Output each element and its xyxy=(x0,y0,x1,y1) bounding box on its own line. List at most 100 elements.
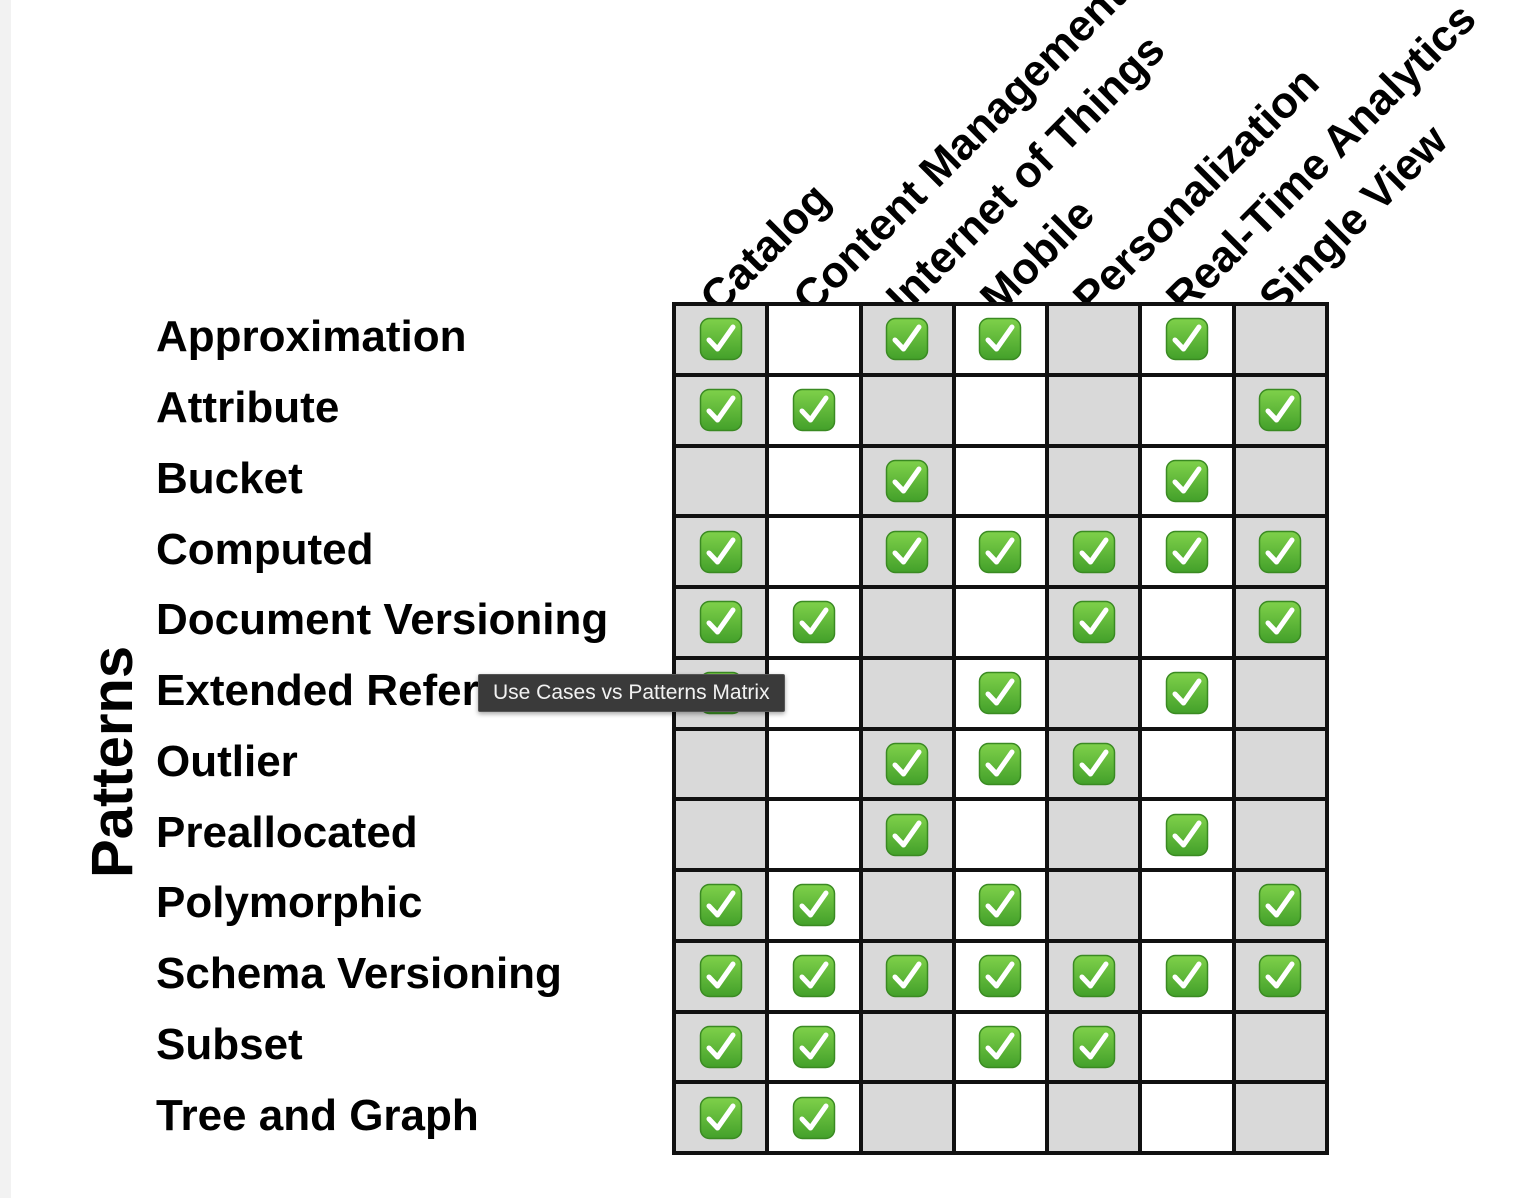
matrix-cell xyxy=(862,518,952,585)
matrix-cell xyxy=(1049,1084,1139,1151)
check-mark-icon xyxy=(1072,954,1116,998)
matrix-cell xyxy=(1235,659,1325,727)
matrix-cell xyxy=(1142,1013,1232,1081)
check-mark-icon xyxy=(792,954,836,998)
tooltip: Use Cases vs Patterns Matrix xyxy=(478,674,785,712)
check-mark-icon xyxy=(1165,530,1209,574)
matrix-cell xyxy=(1049,589,1139,656)
matrix-cell xyxy=(1049,942,1139,1010)
matrix-cell xyxy=(955,1084,1046,1151)
matrix-cell xyxy=(955,1013,1046,1081)
check-mark-icon xyxy=(885,317,929,361)
matrix-cell xyxy=(769,801,859,868)
row-label-document-versioning: Document Versioning xyxy=(156,595,609,645)
matrix-cell xyxy=(769,1084,859,1151)
check-mark-icon xyxy=(885,954,929,998)
matrix-cell xyxy=(1049,447,1139,515)
matrix-cell xyxy=(1142,306,1232,373)
matrix-cell xyxy=(862,730,952,798)
matrix-cell xyxy=(1235,942,1325,1010)
matrix-cell xyxy=(862,659,952,727)
check-mark-icon xyxy=(885,530,929,574)
matrix-cell xyxy=(1235,730,1325,798)
matrix-cell xyxy=(676,730,766,798)
check-mark-icon xyxy=(699,530,743,574)
matrix-cell xyxy=(1235,306,1325,373)
matrix-cell xyxy=(769,1013,859,1081)
check-mark-icon xyxy=(699,1096,743,1140)
patterns-axis-title: Patterns xyxy=(80,645,145,878)
row-label-preallocated: Preallocated xyxy=(156,807,418,857)
matrix-cell xyxy=(1142,659,1232,727)
check-mark-icon xyxy=(792,600,836,644)
check-mark-icon xyxy=(1165,317,1209,361)
matrix-cell xyxy=(769,518,859,585)
matrix-cell xyxy=(862,942,952,1010)
check-mark-icon xyxy=(885,459,929,503)
matrix-cell xyxy=(1142,1084,1232,1151)
check-mark-icon xyxy=(885,742,929,786)
row-label-schema-versioning: Schema Versioning xyxy=(156,949,562,999)
matrix-cell xyxy=(769,306,859,373)
matrix-cell xyxy=(955,942,1046,1010)
matrix-cell xyxy=(955,589,1046,656)
check-mark-icon xyxy=(699,600,743,644)
row-label-outlier: Outlier xyxy=(156,736,298,786)
check-mark-icon xyxy=(1072,742,1116,786)
matrix-cell xyxy=(676,589,766,656)
check-mark-icon xyxy=(978,1025,1022,1069)
matrix-cell xyxy=(1235,589,1325,656)
check-mark-icon xyxy=(792,388,836,432)
matrix-cell xyxy=(769,447,859,515)
matrix-cell xyxy=(676,1013,766,1081)
matrix-cell xyxy=(1142,376,1232,444)
check-mark-icon xyxy=(978,883,1022,927)
matrix-cell xyxy=(1049,730,1139,798)
matrix-cell xyxy=(1142,872,1232,939)
matrix-cell xyxy=(676,376,766,444)
check-mark-icon xyxy=(1258,883,1302,927)
row-label-subset: Subset xyxy=(156,1019,303,1069)
row-label-computed: Computed xyxy=(156,524,374,574)
check-mark-icon xyxy=(1165,671,1209,715)
matrix-cell xyxy=(862,1013,952,1081)
matrix-cell xyxy=(955,376,1046,444)
matrix-cell xyxy=(1235,1084,1325,1151)
matrix-cell xyxy=(955,447,1046,515)
check-mark-icon xyxy=(1072,530,1116,574)
matrix-cell xyxy=(769,589,859,656)
matrix-cell xyxy=(1142,730,1232,798)
check-mark-icon xyxy=(978,742,1022,786)
matrix-cell xyxy=(1049,376,1139,444)
matrix-cell xyxy=(1049,872,1139,939)
matrix-cell xyxy=(769,942,859,1010)
check-mark-icon xyxy=(1258,530,1302,574)
matrix-cell xyxy=(955,518,1046,585)
row-label-tree-and-graph: Tree and Graph xyxy=(156,1090,479,1140)
check-mark-icon xyxy=(978,954,1022,998)
row-label-approximation: Approximation xyxy=(156,312,467,362)
check-mark-icon xyxy=(699,317,743,361)
check-mark-icon xyxy=(1072,600,1116,644)
check-mark-icon xyxy=(792,1025,836,1069)
check-mark-icon xyxy=(1165,459,1209,503)
matrix-cell xyxy=(955,730,1046,798)
matrix-cell xyxy=(1049,306,1139,373)
matrix-cell xyxy=(1142,589,1232,656)
matrix-cell xyxy=(1235,1013,1325,1081)
matrix-cell xyxy=(862,589,952,656)
matrix-cell xyxy=(676,1084,766,1151)
use-cases-patterns-matrix xyxy=(672,302,1329,1155)
matrix-cell xyxy=(1142,942,1232,1010)
matrix-cell xyxy=(676,801,766,868)
check-mark-icon xyxy=(699,388,743,432)
check-mark-icon xyxy=(1258,388,1302,432)
matrix-cell xyxy=(862,376,952,444)
check-mark-icon xyxy=(1165,954,1209,998)
matrix-cell xyxy=(1049,1013,1139,1081)
matrix-cell xyxy=(862,306,952,373)
matrix-cell xyxy=(862,801,952,868)
row-label-bucket: Bucket xyxy=(156,453,303,503)
